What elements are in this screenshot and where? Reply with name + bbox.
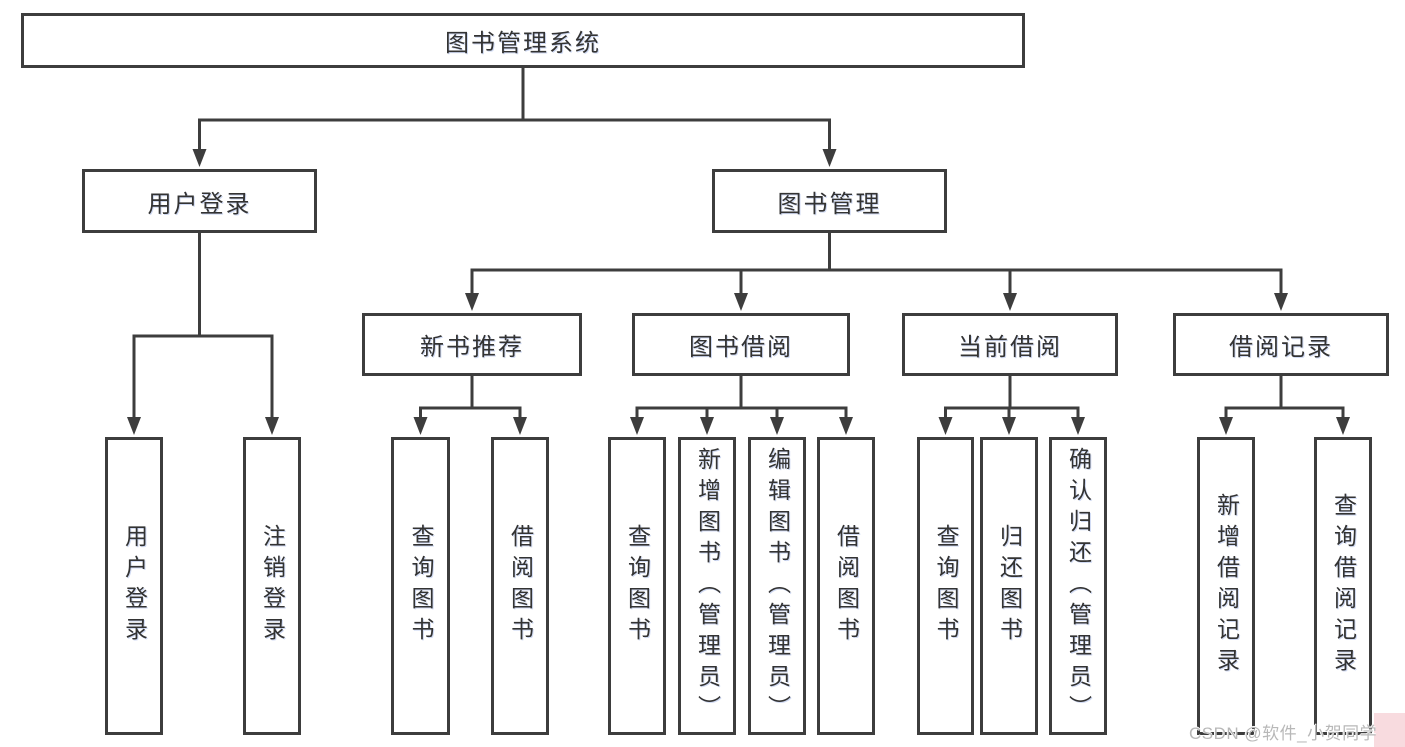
watermark: CSDN @软件_小贺同学 [1189,724,1378,743]
node-rec-query: 查询借阅记录 [1314,437,1372,735]
node-label-user-login: 用户登录 [121,524,148,648]
arrowhead-icon [265,417,279,435]
node-cu-confirm: 确认归还（管理员） [1049,437,1107,735]
arrowhead-icon [413,417,428,435]
node-borrow: 图书借阅 [632,313,850,376]
node-logout: 注销登录 [243,437,301,735]
arrowhead-icon [192,149,207,167]
arrowhead-icon [822,149,837,167]
node-label-login: 用户登录 [147,190,252,218]
arrowhead-icon [700,417,714,435]
node-bw-edit: 编辑图书（管理员） [748,437,806,735]
node-label-bw-lend: 借阅图书 [833,524,860,648]
node-new-books: 新书推荐 [362,313,582,376]
node-label-mgmt: 图书管理 [777,190,882,218]
arrowhead-icon [465,293,479,311]
node-nb-borrow: 借阅图书 [491,437,549,735]
node-label-rec-query: 查询借阅记录 [1330,493,1357,679]
node-cu-return: 归还图书 [980,437,1038,735]
arrowhead-icon [938,417,953,435]
node-label-root: 图书管理系统 [445,30,601,57]
node-mgmt: 图书管理 [712,169,947,233]
node-label-records: 借阅记录 [1229,334,1333,361]
arrowhead-icon [513,417,527,435]
arrowhead-icon [1336,417,1350,435]
node-label-bw-add: 新增图书（管理员） [694,446,721,726]
node-label-rec-add: 新增借阅记录 [1213,493,1240,679]
node-bw-lend: 借阅图书 [817,437,875,735]
arrowhead-icon [1274,293,1288,311]
node-rec-add: 新增借阅记录 [1197,437,1255,735]
node-label-nb-borrow: 借阅图书 [507,524,534,648]
node-bw-query: 查询图书 [608,437,666,735]
arrowhead-icon [630,417,644,435]
arrowhead-icon [1002,417,1016,435]
watermark-accent [1374,713,1405,747]
arrowhead-icon [734,293,748,311]
node-label-nb-query: 查询图书 [408,524,434,648]
node-user-login: 用户登录 [105,437,163,735]
arrowhead-icon [770,417,784,435]
node-label-borrow: 图书借阅 [689,334,793,361]
node-cu-query: 查询图书 [917,437,974,735]
node-label-bw-edit: 编辑图书（管理员） [764,446,791,726]
node-label-new-books: 新书推荐 [420,334,524,361]
arrowhead-icon [1071,417,1085,435]
node-nb-query: 查询图书 [391,437,450,735]
node-label-current: 当前借阅 [958,334,1062,361]
node-label-cu-return: 归还图书 [996,524,1023,648]
node-label-cu-confirm: 确认归还（管理员） [1065,446,1092,726]
arrowhead-icon [1219,417,1233,435]
node-records: 借阅记录 [1173,313,1389,376]
node-label-cu-query: 查询图书 [933,524,959,648]
arrowhead-icon [1003,293,1017,311]
node-current: 当前借阅 [902,313,1118,376]
node-label-bw-query: 查询图书 [624,524,651,648]
arrowhead-icon [839,417,853,435]
arrowhead-icon [127,417,141,435]
node-login: 用户登录 [82,169,317,233]
node-label-logout: 注销登录 [259,524,286,648]
node-bw-add: 新增图书（管理员） [678,437,736,735]
node-root: 图书管理系统 [21,13,1025,68]
